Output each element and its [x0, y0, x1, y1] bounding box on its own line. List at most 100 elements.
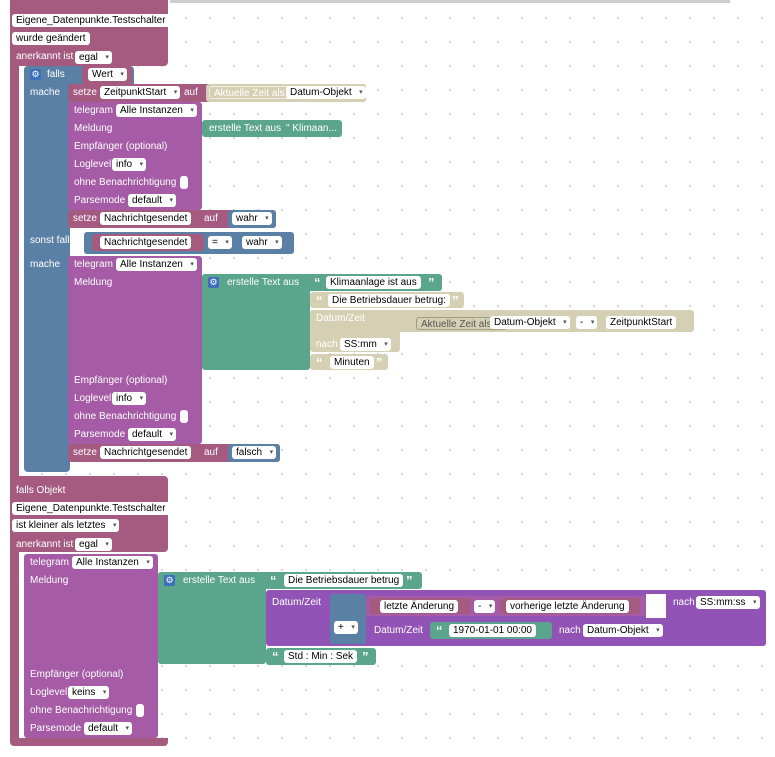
tele2-now-format-dropdown[interactable]: Datum-Objekt▾ [490, 316, 570, 329]
set1-format-dropdown[interactable]: Datum-Objekt▾ [286, 86, 366, 99]
tele3-loglevel-dropdown[interactable]: keins▾ [68, 686, 110, 699]
set1-to-label: auf [184, 87, 198, 98]
tele3-to-format-dropdown[interactable]: SS:mm:ss▾ [696, 596, 760, 609]
set2-value-dropdown[interactable]: wahr▾ [232, 212, 272, 225]
tele3-math-block[interactable] [330, 594, 366, 644]
tele3-last-change-field[interactable]: letzte Änderung [380, 600, 459, 613]
chevron-down-icon: ▾ [590, 319, 595, 326]
horizontal-scrollbar[interactable] [170, 0, 730, 3]
chevron-down-icon: ▾ [563, 319, 567, 326]
tele3-to-format2-dropdown[interactable]: Datum-Objekt▾ [583, 624, 663, 637]
if1-cond-dropdown[interactable]: Wert▾ [88, 68, 127, 81]
set1-label: setze [73, 87, 97, 98]
tele1-no-notify-checkbox[interactable] [180, 176, 188, 189]
tele2-no-notify-label: ohne Benachrichtigung [74, 411, 177, 422]
tele2-recipient-label: Empfänger (optional) [74, 375, 168, 386]
quote-open-icon: “ [314, 275, 321, 290]
quote-close-icon: ” [452, 293, 459, 308]
tele3-prev-change-field[interactable]: vorherige letzte Änderung [506, 600, 629, 613]
tele3-message-label: Meldung [30, 575, 69, 586]
if1-else-if-label: sonst falls [30, 235, 75, 246]
trigger2-ack-label: anerkannt ist [16, 539, 74, 550]
tele3-no-notify-checkbox[interactable] [136, 704, 144, 717]
set2-var-field[interactable]: Nachrichtgesendet [100, 212, 192, 225]
set3-value-dropdown[interactable]: falsch▾ [232, 446, 277, 459]
tele3-label: telegram [30, 557, 69, 568]
chevron-down-icon: ▾ [139, 161, 144, 168]
chevron-down-icon: ▾ [112, 522, 117, 529]
tele3-instance-dropdown[interactable]: Alle Instanzen▾ [72, 556, 153, 569]
trigger1-ack-dropdown[interactable]: egal▾ [75, 51, 112, 64]
set1-var-dropdown[interactable]: ZeitpunktStart▾ [100, 86, 181, 99]
chevron-down-icon: ▾ [753, 599, 757, 606]
tele2-no-notify-checkbox[interactable] [180, 410, 188, 423]
cond2-value-dropdown[interactable]: wahr▾ [242, 236, 282, 249]
trigger1-changed-field[interactable]: wurde geändert [12, 32, 90, 45]
tele2-instance-dropdown[interactable]: Alle Instanzen▾ [116, 258, 197, 271]
telegram-block-3[interactable] [24, 554, 158, 738]
chevron-down-icon: ▾ [120, 71, 124, 78]
tele3-datetime2-label: Datum/Zeit [374, 625, 423, 636]
tele3-str2-field[interactable]: Std : Min : Sek [284, 650, 358, 663]
quote-open-icon: “ [272, 649, 279, 664]
trigger2-bottom [10, 738, 168, 746]
cond2-var-field[interactable]: Nachrichtgesendet [100, 236, 192, 249]
chevron-down-icon: ▾ [173, 89, 178, 96]
tele1-instance-dropdown[interactable]: Alle Instanzen▾ [116, 104, 197, 117]
tele1-text-block[interactable] [202, 120, 342, 137]
tele2-str1-field[interactable]: Klimaanlage ist aus [326, 276, 421, 289]
tele3-parsemode-dropdown[interactable]: default▾ [84, 722, 133, 735]
tele1-loglevel-dropdown[interactable]: info▾ [112, 158, 147, 171]
tele2-loglevel-label: Loglevel [74, 393, 112, 404]
trigger2-ack-dropdown[interactable]: egal▾ [75, 538, 112, 551]
tele3-epoch-field[interactable]: 1970-01-01 00:00 [449, 624, 536, 637]
if-block-1[interactable] [24, 66, 70, 472]
tele2-str3-field[interactable]: Minuten [330, 356, 374, 369]
tele3-empty-slot[interactable] [646, 594, 666, 618]
tele3-minus-dropdown[interactable]: -▾ [474, 600, 496, 613]
tele1-recipient-label: Empfänger (optional) [74, 141, 168, 152]
tele1-loglevel-label: Loglevel [74, 159, 112, 170]
chevron-down-icon: ▾ [190, 261, 194, 268]
gear-icon[interactable]: ⚙ [164, 575, 175, 586]
trigger2-condition-dropdown[interactable]: ist kleiner als letztes▾ [12, 519, 120, 532]
trigger1-object-field[interactable]: Eigene_Datenpunkte.Testschalter [12, 14, 170, 27]
tele1-text-preview: " Klimaan... [286, 123, 337, 134]
telegram-block-1[interactable] [68, 102, 202, 210]
quote-open-icon: “ [436, 623, 443, 638]
tele2-minus-dropdown[interactable]: -▾ [576, 316, 598, 329]
set3-to-label: auf [204, 447, 218, 458]
trigger1-bottom [10, 66, 19, 476]
trigger2-object-field[interactable]: Eigene_Datenpunkte.Testschalter [12, 502, 170, 515]
tele2-to-format-dropdown[interactable]: SS:mm▾ [340, 338, 391, 351]
quote-close-icon: ” [362, 649, 369, 664]
chevron-down-icon: ▾ [169, 431, 174, 438]
chevron-down-icon: ▾ [275, 239, 279, 246]
tele1-parsemode-dropdown[interactable]: default▾ [128, 194, 177, 207]
tele2-parsemode-dropdown[interactable]: default▾ [128, 428, 177, 441]
quote-open-icon: “ [316, 293, 323, 308]
tele3-no-notify-label: ohne Benachrichtigung [30, 705, 133, 716]
set3-var-field[interactable]: Nachrichtgesendet [100, 446, 192, 459]
gear-icon[interactable]: ⚙ [208, 277, 219, 288]
tele3-datetime-label: Datum/Zeit [272, 597, 321, 608]
tele3-str1-field[interactable]: Die Betriebsdauer betrug [284, 574, 404, 587]
tele2-start-var-field[interactable]: ZeitpunktStart [606, 316, 677, 329]
tele2-str2-field[interactable]: Die Betriebsdauer betrug: [328, 294, 450, 307]
quote-open-icon: “ [316, 355, 323, 370]
gear-icon[interactable]: ⚙ [30, 69, 41, 80]
chevron-down-icon: ▾ [225, 239, 229, 246]
chevron-down-icon: ▾ [384, 341, 388, 348]
tele2-datetime-label: Datum/Zeit [316, 313, 365, 324]
tele3-plus-dropdown[interactable]: +▾ [334, 621, 358, 634]
cond2-op-dropdown[interactable]: =▾ [208, 236, 232, 249]
if1-do-label: mache [30, 87, 61, 98]
quote-close-icon: ” [428, 275, 435, 290]
telegram-block-2[interactable] [68, 256, 202, 444]
tele2-loglevel-dropdown[interactable]: info▾ [112, 392, 147, 405]
tele1-create-text: erstelle Text aus [209, 123, 282, 134]
tele3-to-label2: nach [559, 625, 581, 636]
tele1-parsemode-label: Parsemode [74, 195, 126, 206]
tele3-parsemode-label: Parsemode [30, 723, 82, 734]
